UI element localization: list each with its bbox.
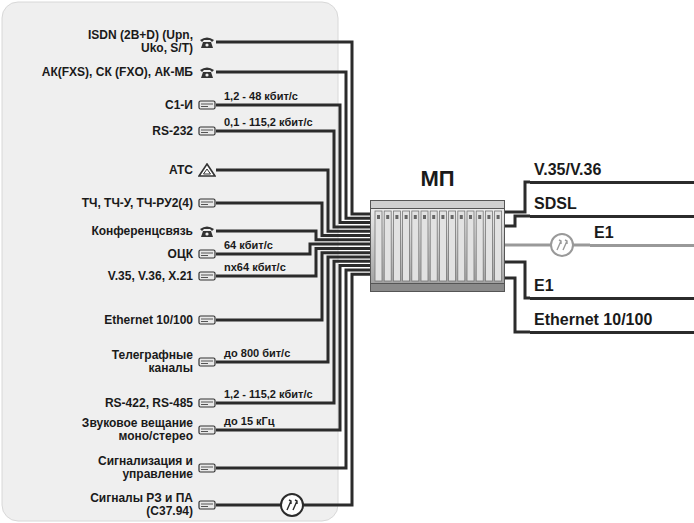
interface-icon xyxy=(198,196,216,210)
node-label: ТЧ, ТЧ-У, ТЧ-РУ2(4) xyxy=(82,197,193,210)
node-label: Конференцсвязь xyxy=(91,225,193,238)
interface-icon xyxy=(198,35,216,49)
trunk-line: E1 xyxy=(590,223,694,247)
node-label: ISDN (2B+D) (Upn, Uko, S/T) xyxy=(73,29,193,55)
optical-link-symbol xyxy=(281,494,303,516)
node-label: АК(FXS), СК (FXO), АК-МБ xyxy=(42,66,193,79)
rate-label: nx64 кбит/с xyxy=(222,261,288,273)
interface-icon xyxy=(198,247,216,261)
interface-icon xyxy=(198,98,216,112)
connector-line xyxy=(505,216,530,226)
interface-icon xyxy=(198,313,216,327)
interface-item: АТС xyxy=(169,163,216,177)
node-label: Телеграфные каналы xyxy=(103,349,193,375)
interface-icon xyxy=(198,269,216,283)
node-label: С1-И xyxy=(165,99,193,112)
interface-item: ISDN (2B+D) (Upn, Uko, S/T) xyxy=(73,29,216,55)
trunk-line: SDSL xyxy=(530,194,694,218)
interface-item: RS-232 xyxy=(152,124,216,138)
interface-icon xyxy=(198,355,216,369)
interface-item: Сигналы РЗ и ПА (С37.94) xyxy=(83,492,216,518)
interface-item: АК(FXS), СК (FXO), АК-МБ xyxy=(42,65,216,79)
node-label: Звуковое вещание моно/стерео xyxy=(63,417,193,443)
interface-icon xyxy=(198,163,216,177)
node-label: RS-232 xyxy=(152,125,193,138)
interface-icon xyxy=(198,65,216,79)
interface-icon xyxy=(198,396,216,410)
interface-item: С1-И xyxy=(165,98,216,112)
node-label: V.35/V.36 xyxy=(534,161,601,178)
connector-line xyxy=(505,182,530,212)
connector-line xyxy=(505,278,530,332)
interface-item: Ethernet 10/100 xyxy=(104,313,216,327)
rate-label: 1,2 - 48 кбит/с xyxy=(222,90,300,102)
node-label: АТС xyxy=(169,164,193,177)
rate-label: до 15 кГц xyxy=(222,415,277,427)
connector-line xyxy=(216,72,370,218)
multiplexer-box: МП xyxy=(370,200,505,292)
interface-icon xyxy=(198,224,216,238)
node-label: Ethernet 10/100 xyxy=(104,314,193,327)
interface-icon xyxy=(198,423,216,437)
node-label: SDSL xyxy=(534,195,577,212)
connector-line xyxy=(216,105,370,223)
connector-line xyxy=(216,270,370,468)
node-label: МП xyxy=(370,166,505,192)
connector-line xyxy=(216,274,370,505)
interface-item: Конференцсвязь xyxy=(91,224,216,238)
node-label: Сигналы РЗ и ПА (С37.94) xyxy=(83,492,193,518)
rate-label: 1,2 - 115,2 кбит/с xyxy=(222,388,315,400)
node-label: RS-422, RS-485 xyxy=(105,397,193,410)
connector-line xyxy=(216,170,370,231)
interface-item: Сигнализация и управление xyxy=(83,455,216,481)
left-panel xyxy=(2,2,338,521)
optical-link-symbol xyxy=(551,234,573,256)
interface-item: Телеграфные каналы xyxy=(103,349,216,375)
node-label: V.35, V.36, X.21 xyxy=(108,270,193,283)
interface-item: Звуковое вещание моно/стерео xyxy=(63,417,216,443)
interface-icon xyxy=(198,498,216,512)
rack-drawing xyxy=(370,200,505,292)
trunk-line: Ethernet 10/100 xyxy=(530,310,694,334)
interface-item: RS-422, RS-485 xyxy=(105,396,216,410)
interface-icon xyxy=(198,124,216,138)
interface-item: V.35, V.36, X.21 xyxy=(108,269,216,283)
trunk-line: E1 xyxy=(530,276,694,300)
rate-label: до 800 бит/с xyxy=(222,347,292,359)
interface-item: ОЦК xyxy=(168,247,216,261)
connector-line xyxy=(216,131,370,227)
node-label: E1 xyxy=(534,277,554,294)
node-label: Ethernet 10/100 xyxy=(534,311,652,328)
rate-label: 64 кбит/с xyxy=(222,239,275,251)
node-label: ОЦК xyxy=(168,248,193,261)
connector-line xyxy=(505,262,530,298)
interface-icon xyxy=(198,461,216,475)
rate-label: 0,1 - 115,2 кбит/с xyxy=(222,116,315,128)
node-label: Сигнализация и управление xyxy=(83,455,193,481)
connector-line xyxy=(505,244,590,247)
interface-item: ТЧ, ТЧ-У, ТЧ-РУ2(4) xyxy=(82,196,216,210)
node-label: E1 xyxy=(594,224,614,241)
trunk-line: V.35/V.36 xyxy=(530,160,694,184)
